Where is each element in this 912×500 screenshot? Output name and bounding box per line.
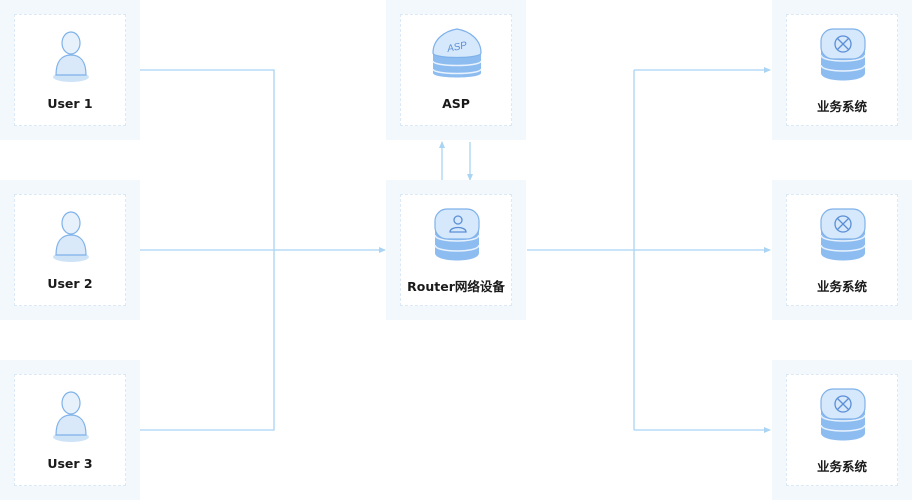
router-node: Router网络设备 — [386, 180, 526, 320]
service-label: 业务系统 — [816, 279, 867, 294]
asp-server-icon: ASP — [432, 28, 482, 78]
service-label: 业务系统 — [816, 459, 867, 474]
router-icon — [434, 208, 480, 261]
service-node-3: 业务系统 — [772, 360, 912, 500]
service-server-icon — [820, 28, 866, 81]
router-label: Router网络设备 — [407, 279, 505, 294]
asp-node: ASP ASP — [386, 0, 526, 140]
asp-badge-text: ASP — [445, 40, 468, 55]
service-server-icon — [820, 208, 866, 261]
user-icon — [53, 391, 89, 442]
service-label: 业务系统 — [816, 99, 867, 114]
user-icon — [53, 31, 89, 82]
user-node-1: User 1 — [0, 0, 140, 140]
user-label: User 1 — [47, 96, 93, 111]
service-node-2: 业务系统 — [772, 180, 912, 320]
service-node-1: 业务系统 — [772, 0, 912, 140]
user-node-3: User 3 — [0, 360, 140, 500]
user1-line — [140, 69, 275, 250]
user-label: User 3 — [47, 456, 93, 471]
user-icon — [53, 211, 89, 262]
service-server-icon — [820, 388, 866, 441]
user3-line — [140, 250, 275, 431]
user-node-2: User 2 — [0, 180, 140, 320]
user-label: User 2 — [47, 276, 93, 291]
asp-label: ASP — [442, 96, 470, 111]
